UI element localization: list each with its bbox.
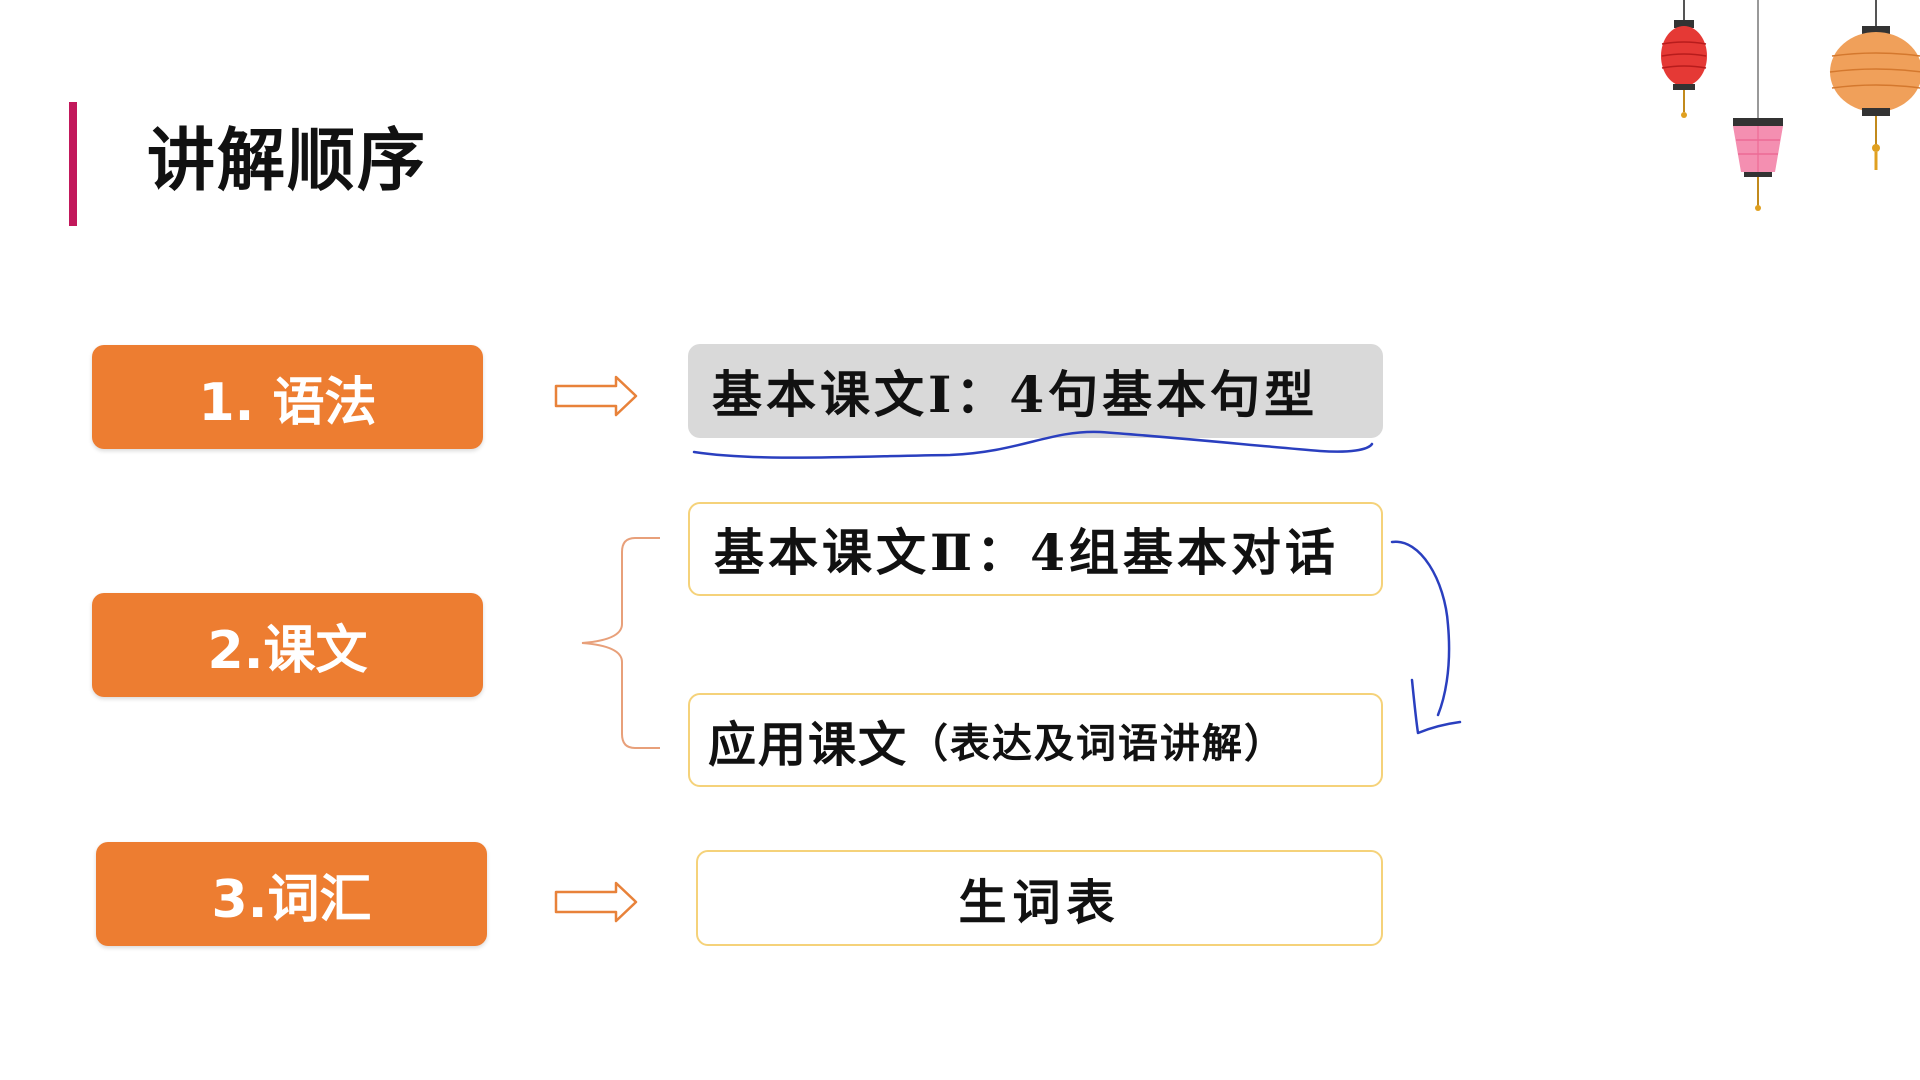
section-vocabulary-button[interactable]: 3.词汇 [96, 842, 487, 946]
basic-text-2-box[interactable]: 基本课文Ⅱ：4组基本对话 [688, 502, 1383, 596]
title-accent-bar [69, 102, 77, 226]
right-arrow-icon [554, 881, 638, 923]
vocab-list-box[interactable]: 生词表 [696, 850, 1383, 946]
applied-text-label: 应用课文 [708, 717, 909, 773]
orange-lantern-icon [1829, 0, 1920, 170]
basic-text-2-label: 基本课文Ⅱ：4组基本对话 [714, 523, 1339, 582]
right-arrow-icon [554, 375, 638, 417]
left-brace-icon [581, 537, 660, 749]
red-lantern-icon [1661, 0, 1707, 118]
basic-text-1-box[interactable]: 基本课文Ⅰ：4句基本句型 [688, 344, 1383, 438]
applied-text-note: （表达及词语讲解） [908, 720, 1287, 767]
basic-text-1-label: 基本课文Ⅰ：4句基本句型 [712, 365, 1319, 424]
page-title: 讲解顺序 [147, 122, 428, 201]
hanging-lanterns-decoration [1661, 0, 1920, 211]
section-texts-button[interactable]: 2.课文 [92, 593, 483, 697]
pink-lantern-icon [1733, 0, 1783, 211]
vocab-list-label: 生词表 [958, 875, 1121, 931]
hand-connector-arrow-annotation [1390, 540, 1451, 717]
hand-underline-annotation [692, 430, 1374, 459]
applied-text-box[interactable]: 应用课文（表达及词语讲解） [688, 693, 1383, 787]
section-grammar-button[interactable]: 1. 语法 [92, 345, 483, 449]
hand-arrowhead-annotation [1410, 678, 1462, 735]
